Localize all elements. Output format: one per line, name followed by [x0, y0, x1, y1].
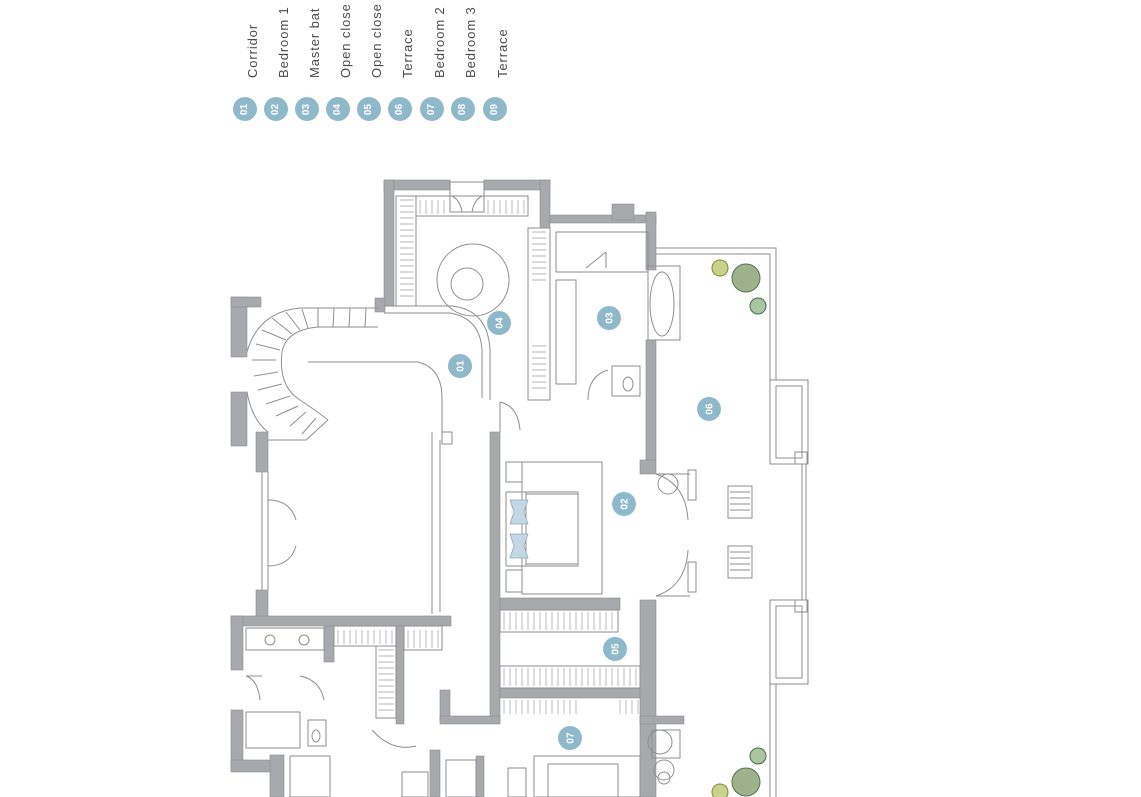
- outline-lines: [245, 181, 809, 797]
- plant-icon: [749, 747, 767, 765]
- plant-icon: [731, 767, 761, 797]
- legend-item: Bedroom 3 08: [448, 0, 478, 124]
- legend-number-badge: 08: [451, 97, 475, 121]
- plant-icon: [711, 259, 729, 277]
- room-badge-text: 03: [605, 312, 616, 324]
- legend-number-badge: 05: [357, 97, 381, 121]
- room-badge-corridor: 01: [448, 354, 472, 378]
- legend-number-badge: 02: [264, 97, 288, 121]
- room-badge-master-bath: 03: [597, 306, 621, 330]
- legend-number-badge: 01: [233, 97, 257, 121]
- shelving-hatch: [337, 199, 639, 714]
- legend-number-badge: 03: [295, 97, 319, 121]
- legend-number-badge: 06: [388, 97, 412, 121]
- room-badges: 01 02 03 04 05 06 07: [448, 306, 721, 750]
- legend-item: Terrace 06: [385, 0, 415, 124]
- legend-item: Corridor 01: [230, 0, 260, 124]
- legend-item: Open close 04: [323, 0, 353, 124]
- legend-number-badge: 07: [420, 97, 444, 121]
- legend-item: Bedroom 2 07: [417, 0, 447, 124]
- legend-item: Open close 05: [354, 0, 384, 124]
- legend-item: Bedroom 1 02: [261, 0, 291, 124]
- plant-icon: [711, 783, 729, 797]
- room-badge-text: 02: [620, 498, 631, 510]
- room-badge-terrace: 06: [697, 397, 721, 421]
- legend-item: Terrace 09: [480, 0, 510, 124]
- room-badge-open-closet-a: 04: [487, 311, 511, 335]
- room-badge-text: 06: [705, 403, 716, 415]
- room-badge-bedroom-2: 07: [558, 726, 582, 750]
- legend-number-badge: 04: [326, 97, 350, 121]
- bed-pillows: [509, 499, 529, 559]
- legend-number-badge: 09: [483, 97, 507, 121]
- room-badge-open-closet-b: 05: [603, 637, 627, 661]
- room-badge-bedroom-1: 02: [612, 492, 636, 516]
- room-badge-text: 07: [566, 732, 577, 744]
- plant-icon: [749, 297, 767, 315]
- room-legend: Corridor 01 Bedroom 1 02 Master bat 03 O…: [0, 0, 1141, 130]
- plant-icon: [731, 263, 761, 293]
- room-badge-text: 04: [495, 317, 506, 329]
- room-badge-text: 05: [611, 643, 622, 655]
- room-badge-text: 01: [456, 360, 467, 372]
- terrace-plants: [711, 259, 767, 797]
- walls: [230, 179, 685, 797]
- legend-item: Master bat 03: [292, 0, 322, 124]
